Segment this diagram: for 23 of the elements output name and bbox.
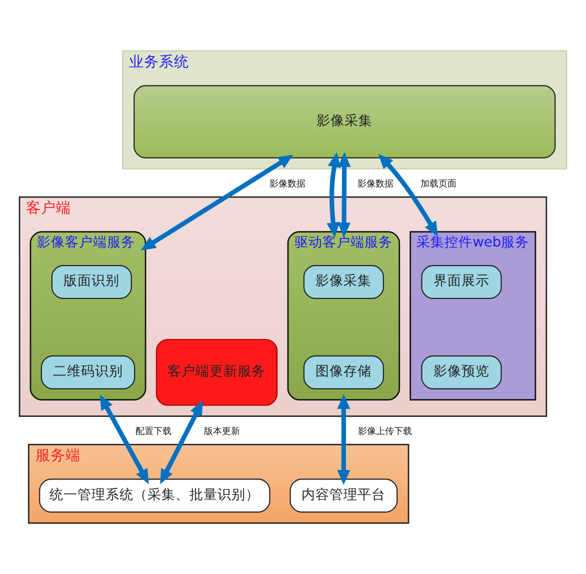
- edge-label: 影像上传下载: [358, 427, 412, 438]
- node-box: 界面展示: [421, 265, 502, 299]
- edge-label: 版本更新: [204, 427, 240, 438]
- arrow: [326, 152, 341, 238]
- arrow: [337, 394, 350, 485]
- node-box: 影像预览: [421, 355, 502, 390]
- edge-label: 配置下载: [135, 427, 172, 438]
- arrow: [378, 154, 438, 237]
- node-box: 二维码识别: [40, 355, 136, 390]
- node-box: 图像存储: [303, 355, 384, 390]
- node-box: 影像采集: [134, 85, 556, 158]
- arrow: [160, 400, 203, 484]
- edge-label: 影像数据: [270, 180, 306, 190]
- arrow: [100, 394, 149, 484]
- node-box: 客户端更新服务: [156, 338, 278, 406]
- node-box: 统一管理系统（采集、批量识别）: [39, 478, 270, 513]
- edge-label: 加载页面: [420, 180, 456, 190]
- node-box: 版面识别: [51, 265, 132, 299]
- arrow: [140, 154, 294, 250]
- edge-label: 影像数据: [357, 180, 394, 190]
- node-box: 影像采集: [303, 265, 384, 299]
- arrow: [338, 152, 351, 238]
- node-box: 内容管理平台: [290, 478, 398, 513]
